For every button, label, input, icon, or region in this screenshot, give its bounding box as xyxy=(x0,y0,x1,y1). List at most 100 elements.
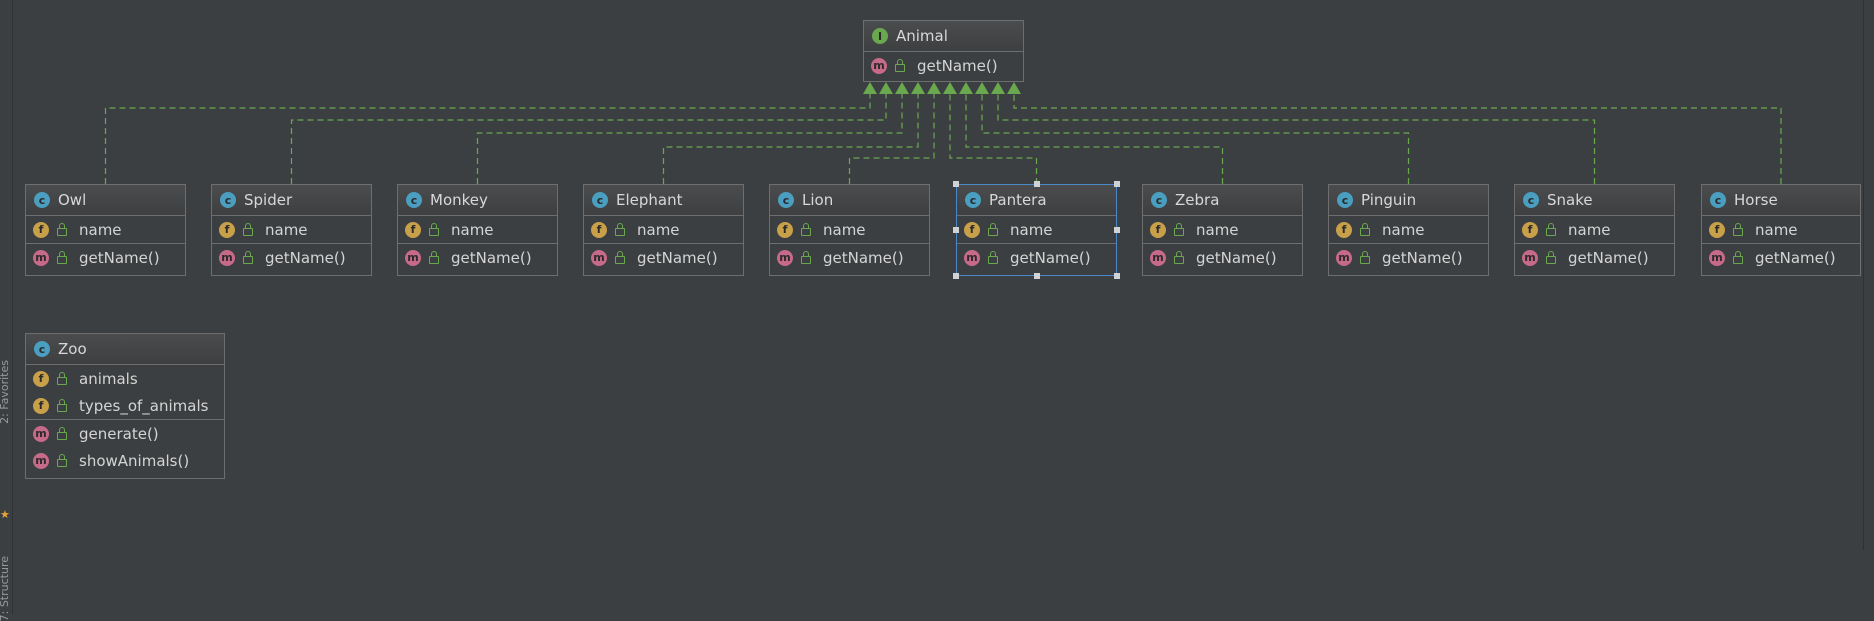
selection-handle[interactable] xyxy=(953,273,959,279)
method-icon: m xyxy=(1709,249,1725,266)
interface-icon: I xyxy=(872,28,888,44)
implements-edge-lion[interactable] xyxy=(848,94,935,184)
implements-edge-snake[interactable] xyxy=(997,94,1596,184)
node-title: Spider xyxy=(244,191,293,209)
selection-handle[interactable] xyxy=(953,181,959,187)
implements-edge-pantera[interactable] xyxy=(949,94,1038,184)
method-row[interactable]: m getName() xyxy=(1702,244,1860,271)
implements-edge-elephant[interactable] xyxy=(662,94,919,184)
method-icon: m xyxy=(591,249,607,266)
lock-icon xyxy=(615,250,625,264)
implements-arrowhead xyxy=(943,82,957,94)
node-title: Owl xyxy=(58,191,87,209)
selection-handle[interactable] xyxy=(1114,273,1120,279)
selection-handle[interactable] xyxy=(1033,273,1040,279)
lock-icon xyxy=(57,453,67,467)
method-label: getName() xyxy=(1196,248,1277,267)
implements-edge-horse[interactable] xyxy=(1013,94,1782,184)
implements-edge-spider[interactable] xyxy=(290,94,887,184)
method-label: getName() xyxy=(637,248,718,267)
selection-handle[interactable] xyxy=(1033,181,1040,187)
lock-icon xyxy=(57,398,67,412)
implements-arrowhead xyxy=(1007,82,1021,94)
class-icon: c xyxy=(965,192,981,208)
lock-icon xyxy=(243,250,253,264)
method-label: getName() xyxy=(1755,248,1836,267)
selection-handle[interactable] xyxy=(953,227,959,233)
implements-arrowhead xyxy=(879,82,893,94)
method-icon: m xyxy=(1522,249,1538,266)
field-label: name xyxy=(1755,220,1798,239)
selection-handle[interactable] xyxy=(1114,227,1120,233)
lock-icon xyxy=(429,250,439,264)
implements-arrowhead xyxy=(863,82,877,94)
implements-edge-pinguin[interactable] xyxy=(981,94,1410,184)
selection-handle[interactable] xyxy=(1114,181,1120,187)
field-label: name xyxy=(1568,220,1611,239)
method-row[interactable]: m getName() xyxy=(584,244,743,271)
implements-edge-zebra[interactable] xyxy=(965,94,1224,184)
field-icon: f xyxy=(33,370,49,387)
field-label: name xyxy=(823,220,866,239)
node-title: Monkey xyxy=(430,191,488,209)
lock-icon xyxy=(895,58,905,72)
implements-edge-owl[interactable] xyxy=(104,94,871,184)
lock-icon xyxy=(57,250,67,264)
implements-edge-monkey[interactable] xyxy=(476,94,903,184)
method-label: generate() xyxy=(79,424,159,443)
